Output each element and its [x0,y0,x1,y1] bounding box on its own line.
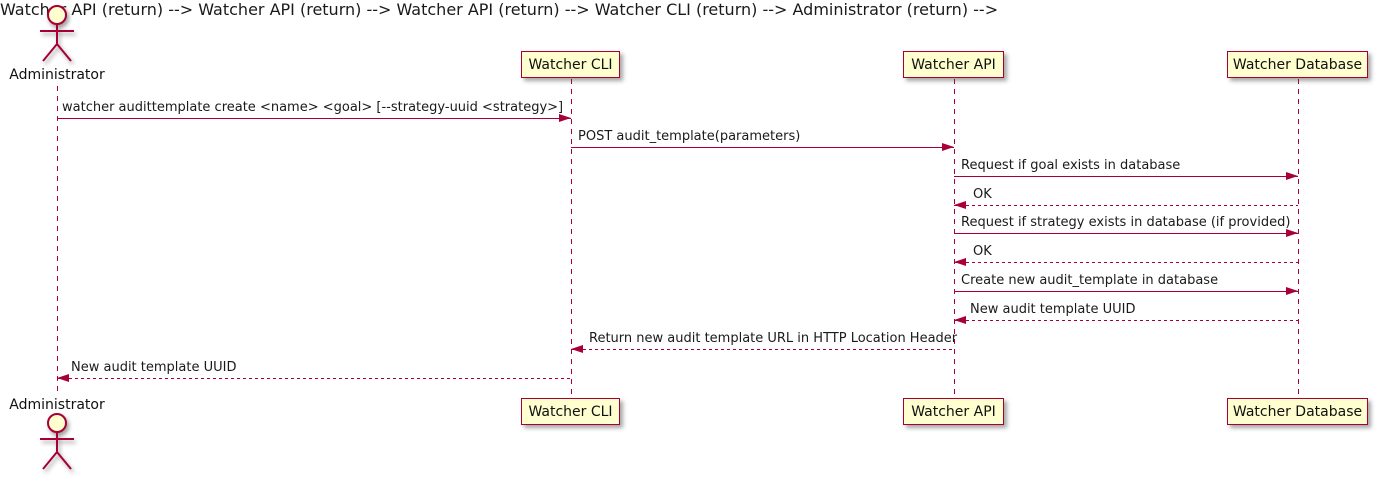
participant-watcher-api-name: Watcher API [911,56,996,73]
participant-watcher-api-bottom: Watcher API [903,398,1004,425]
actor-administrator-label-bottom: Administrator [9,397,105,413]
lifeline-administrator [57,86,58,396]
participant-watcher-database-name: Watcher Database [1232,403,1363,420]
message-5-label: Request if strategy exists in database (… [961,215,1291,230]
participant-watcher-database-name: Watcher Database [1232,56,1363,73]
participant-watcher-cli-top: Watcher CLI [521,51,620,78]
message-4-arrowhead-icon [954,201,966,209]
message-2-line [571,147,954,149]
participant-watcher-database-bottom: Watcher Database [1227,398,1368,425]
participant-watcher-cli-name: Watcher CLI [528,56,613,73]
participant-watcher-database-top: Watcher Database [1227,51,1368,78]
message-4-line [954,205,1298,207]
message-7-line [954,291,1298,293]
message-2-arrowhead-icon [942,143,954,151]
participant-watcher-cli-bottom: Watcher CLI [521,398,620,425]
actor-administrator-label-top: Administrator [9,67,105,83]
message-1-label: watcher audittemplate create <name> <goa… [62,100,564,115]
actor-administrator-icon-bottom [40,413,74,470]
message-5-arrowhead-icon [1286,229,1298,237]
message-9-label: Return new audit template URL in HTTP Lo… [589,331,958,346]
participant-watcher-cli-name: Watcher CLI [528,403,613,420]
message-2-label: POST audit_template(parameters) [578,129,801,144]
message-10-line [57,378,571,380]
message-7-label: Create new audit_template in database [961,273,1219,288]
message-8-arrowhead-icon [954,316,966,324]
actor-administrator-icon-top [40,5,74,62]
lifeline-watcher-api [954,79,955,397]
message-3-arrowhead-icon [1286,172,1298,180]
message-1-arrowhead-icon [559,114,571,122]
lifeline-watcher-cli [571,79,572,397]
lifeline-watcher-database [1298,79,1299,397]
message-7-arrowhead-icon [1286,287,1298,295]
message-3-label: Request if goal exists in database [961,158,1181,173]
message-9-arrowhead-icon [571,345,583,353]
message-1-line [57,118,571,120]
message-3-line [954,176,1298,178]
message-6-line [954,262,1298,264]
message-10-arrowhead-icon [57,374,69,382]
participant-watcher-api-top: Watcher API [903,51,1004,78]
message-6-label: OK [973,244,992,259]
message-8-line [954,320,1298,322]
participant-watcher-api-name: Watcher API [911,403,996,420]
message-10-label: New audit template UUID [71,360,237,375]
message-9-line [571,349,954,351]
message-8-label: New audit template UUID [970,302,1136,317]
message-4-label: OK [973,187,992,202]
message-5-line [954,233,1298,235]
message-6-arrowhead-icon [954,258,966,266]
